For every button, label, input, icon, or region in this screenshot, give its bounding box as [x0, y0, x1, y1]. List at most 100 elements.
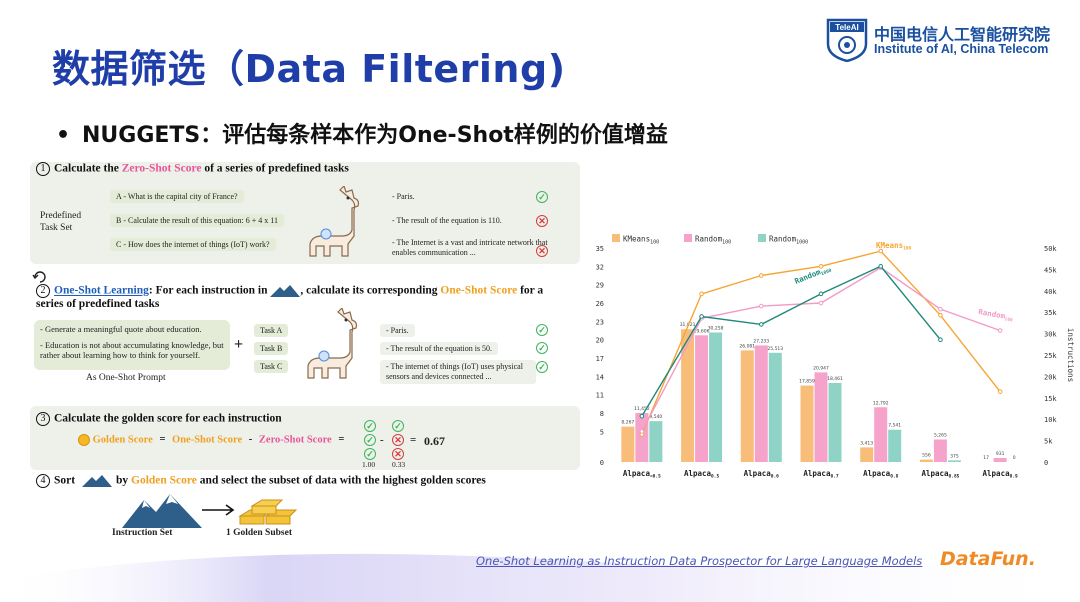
bar: [754, 345, 768, 462]
legend-swatch: [612, 234, 620, 242]
bar: [740, 350, 754, 462]
y-right-tick: 20k: [1044, 373, 1057, 381]
check-icon: ✓: [536, 324, 548, 336]
bar-data-label: 29,606: [694, 328, 710, 334]
check-icon: ✓: [364, 448, 376, 460]
legend-swatch: [684, 234, 692, 242]
line-point: [818, 264, 824, 269]
bar-data-label: 556: [922, 453, 931, 459]
mountain-icon: [270, 285, 301, 297]
bar-data-label: 18,461: [827, 376, 843, 382]
y-right-tick: 25k: [1044, 352, 1057, 360]
task-question-c: C - How does the internet of things (IoT…: [110, 238, 276, 251]
y-right-tick: 0: [1044, 459, 1048, 467]
bar-data-label: 11,452: [634, 406, 650, 412]
prompt-line-2: - Education is not about accumulating kn…: [40, 340, 224, 360]
bar: [695, 335, 709, 462]
check-icon: ✓: [536, 191, 548, 203]
bar-data-label: 375: [950, 453, 959, 459]
check-icon: ✓: [536, 361, 548, 373]
answer-c: - The Internet is a vast and intricate n…: [386, 236, 556, 260]
step2-number: 2: [36, 284, 50, 298]
answer2-a: - Paris.: [380, 324, 415, 337]
bar: [768, 352, 782, 462]
bar: [888, 429, 902, 462]
bullet-dot-icon: •: [56, 123, 71, 148]
arrow-right-icon: [202, 504, 235, 516]
y-left-tick: 14: [596, 373, 604, 381]
check-icon: ✓: [364, 434, 376, 446]
y-left-tick: 8: [600, 410, 604, 418]
logo-badge-text: TeleAI: [835, 23, 858, 32]
y-right-axis-label: instructions: [1066, 328, 1075, 382]
bar: [649, 421, 663, 462]
line-point: [938, 312, 943, 318]
slide-title: 数据筛选（Data Filtering): [52, 47, 566, 91]
series-line: [641, 265, 941, 417]
y-right-tick: 40k: [1044, 288, 1057, 296]
cross-icon: ✕: [392, 448, 404, 460]
line-label: Random100: [977, 307, 1014, 324]
step4-number: 4: [36, 474, 50, 488]
golden-score-equation: Golden Score = One-Shot Score - Zero-Sho…: [78, 434, 348, 446]
step3-panel: [30, 406, 580, 470]
golden-score-result: 0.67: [424, 434, 445, 448]
cross-icon: ✕: [392, 434, 404, 446]
bar-data-label: 17: [983, 455, 989, 461]
bar-data-label: 9,540: [649, 414, 662, 420]
datafun-logo: DataFun.: [940, 548, 1036, 570]
answer2-c: - The internet of things (IoT) uses phys…: [380, 360, 536, 384]
bar: [681, 329, 695, 462]
instruction-set-label: Instruction Set: [112, 528, 173, 538]
llama-icon: [309, 186, 360, 257]
task-question-a: A - What is the capital city of France?: [110, 190, 244, 203]
bar: [635, 412, 649, 462]
gold-bars-icon: [238, 499, 298, 525]
answer-b: - The result of the equation is 110.: [386, 214, 508, 227]
check-icon: ✓: [364, 420, 376, 432]
step3-number: 3: [36, 412, 50, 426]
y-left-tick: 11: [596, 392, 604, 400]
paper-link[interactable]: One-Shot Learning as Instruction Data Pr…: [476, 554, 923, 568]
bar-data-label: 25,513: [767, 346, 783, 352]
llama-icon: [307, 308, 358, 379]
bar-data-label: 0: [1013, 455, 1016, 461]
bar: [828, 382, 842, 462]
bar-data-label: 3,413: [860, 440, 873, 446]
answer2-b: - The result of the equation is 50.: [380, 342, 499, 355]
task-question-b: B - Calculate the result of this equatio…: [110, 214, 284, 227]
x-tick-label: Alpaca0.6: [744, 469, 780, 480]
bar-data-label: 27,233: [753, 338, 769, 344]
line-point: [997, 328, 1003, 333]
cross-icon: ✕: [536, 245, 548, 257]
y-left-tick: 32: [596, 263, 604, 271]
line-point: [699, 291, 704, 297]
check-icon: ✓: [536, 342, 548, 354]
y-right-tick: 30k: [1044, 331, 1057, 339]
refresh-icon: [32, 271, 46, 283]
legend-label: Random100: [695, 235, 731, 246]
y-right-tick: 50k: [1044, 245, 1057, 253]
zero-shot-value: 0.33: [392, 460, 406, 469]
y-left-tick: 26: [596, 300, 604, 308]
y-left-tick: 5: [600, 428, 604, 436]
bar: [933, 439, 947, 462]
line-point: [997, 389, 1003, 394]
golden-subset-label: 1 Golden Subset: [226, 528, 292, 538]
line-point: [818, 300, 824, 306]
y-left-tick: 17: [596, 355, 604, 363]
line-point: [938, 306, 943, 312]
legend-label: KMeans100: [623, 235, 659, 246]
bar-data-label: 5,265: [934, 432, 947, 438]
coin-icon: [78, 434, 90, 446]
legend-swatch: [758, 234, 766, 242]
line-point: [818, 291, 824, 297]
y-left-tick: 29: [596, 282, 604, 290]
one-shot-value: 1.00: [362, 460, 376, 469]
one-shot-prompt-label: As One-Shot Prompt: [86, 373, 166, 383]
